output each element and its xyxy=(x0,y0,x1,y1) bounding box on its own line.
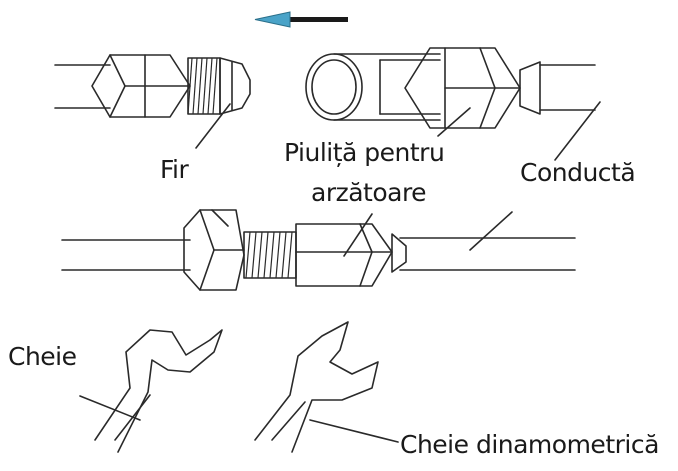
assembled-connection xyxy=(61,209,576,291)
label-pipe: Conductă xyxy=(520,158,636,187)
top-left-fitting xyxy=(54,54,251,149)
label-wrench: Cheie xyxy=(8,342,77,371)
arrow-left-icon xyxy=(254,11,348,28)
label-torque-wrench: Cheie dinamometrică xyxy=(400,430,659,459)
torque-wrench-drawing xyxy=(254,321,399,453)
label-thread: Fir xyxy=(160,155,189,184)
label-flare-nut-line1: Piuliță pentru xyxy=(284,138,445,167)
wrench-drawing xyxy=(79,329,223,453)
top-right-flare-nut xyxy=(305,47,601,161)
label-flare-nut-line2: arzătoare xyxy=(311,178,427,207)
